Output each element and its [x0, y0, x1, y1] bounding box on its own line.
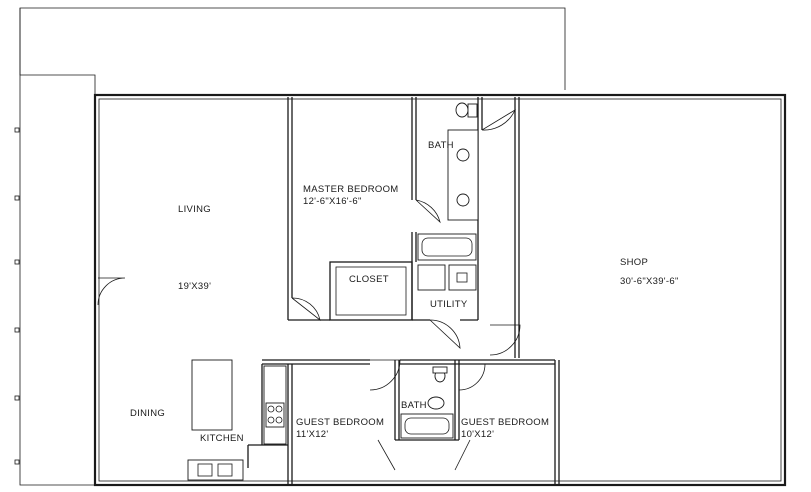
closet-label: CLOSET [349, 274, 389, 285]
range-icon [265, 402, 285, 428]
sink-icon [427, 396, 445, 410]
utility-label: UTILITY [430, 299, 468, 310]
shop-door [489, 324, 521, 356]
shop-label: SHOP [620, 257, 648, 268]
living-door [97, 277, 126, 306]
guest-bedroom-1-size: 11'X12' [296, 429, 329, 440]
dining-label: DINING [130, 408, 165, 419]
guest-bedroom-2-label: GUEST BEDROOM [461, 417, 549, 428]
living-label: LIVING [178, 204, 211, 215]
guest-bedroom-1-label: GUEST BEDROOM [296, 417, 384, 428]
washer-icon [417, 264, 446, 291]
sink-icon [456, 193, 470, 207]
guest-bedroom-2-size: 10'X12' [461, 429, 494, 440]
master-door [291, 297, 321, 322]
master-bedroom-label: MASTER BEDROOM [303, 184, 399, 195]
guest1-door [369, 359, 401, 391]
living-size: 19'X39' [178, 281, 211, 292]
kitchen-sink-icon [187, 459, 244, 481]
master-bath-door [415, 199, 441, 224]
porch-outline [14, 7, 566, 486]
shop-size: 30'-6"X39'-6" [620, 276, 679, 287]
kitchen-label: KITCHEN [200, 433, 244, 444]
kitchen-island [191, 359, 233, 431]
room-labels: LIVING 19'X39' MASTER BEDROOM 12'-6"X16'… [130, 140, 679, 444]
shop-bath-door [481, 108, 516, 131]
master-bath-label: BATH [428, 140, 454, 151]
guest2-door [458, 363, 486, 391]
guest-bath-label: BATH [401, 400, 427, 411]
fixtures [187, 102, 479, 481]
utility-door [429, 319, 461, 349]
doors [97, 108, 521, 471]
sink-icon [456, 148, 470, 162]
exterior-walls [93, 93, 787, 487]
master-bedroom-size: 12'-6"X16'-6" [303, 196, 362, 207]
dryer-icon [448, 264, 477, 291]
toilet-icon [455, 102, 469, 118]
